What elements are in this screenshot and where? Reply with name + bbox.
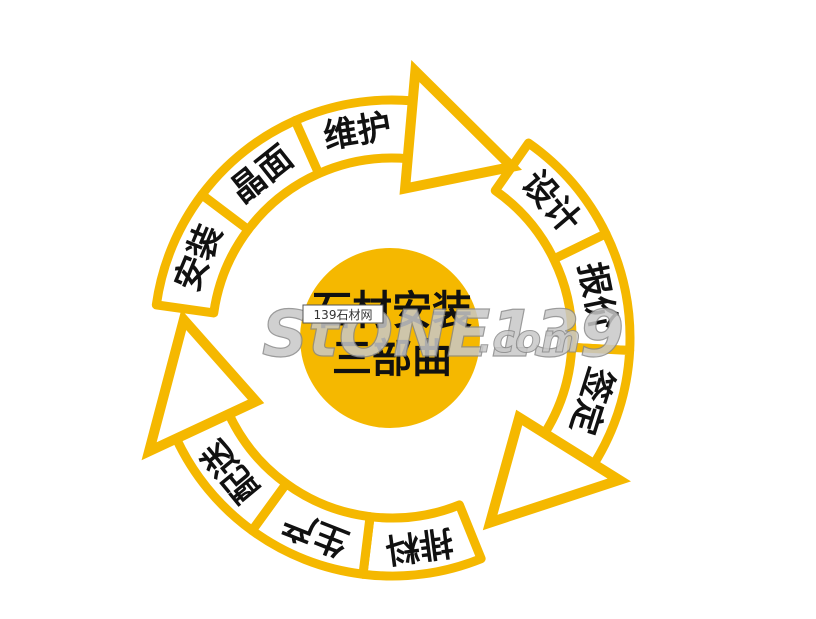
segment-label-layout: 排料 — [383, 521, 456, 570]
arrowhead-1 — [482, 409, 631, 531]
center-title-line2: 三部曲 — [332, 336, 452, 382]
center-circle — [300, 248, 480, 428]
arrowhead-3 — [399, 59, 523, 195]
watermark: StONE139 .com 139石材网 — [261, 297, 624, 372]
arc-layer — [151, 95, 635, 581]
arrowhead-2 — [141, 309, 265, 461]
watermark-badge-text: 139石材网 — [314, 308, 373, 322]
watermark-domain-suffix: .com — [478, 317, 581, 361]
watermark-badge — [302, 304, 384, 324]
arrowhead-layer — [141, 59, 631, 531]
